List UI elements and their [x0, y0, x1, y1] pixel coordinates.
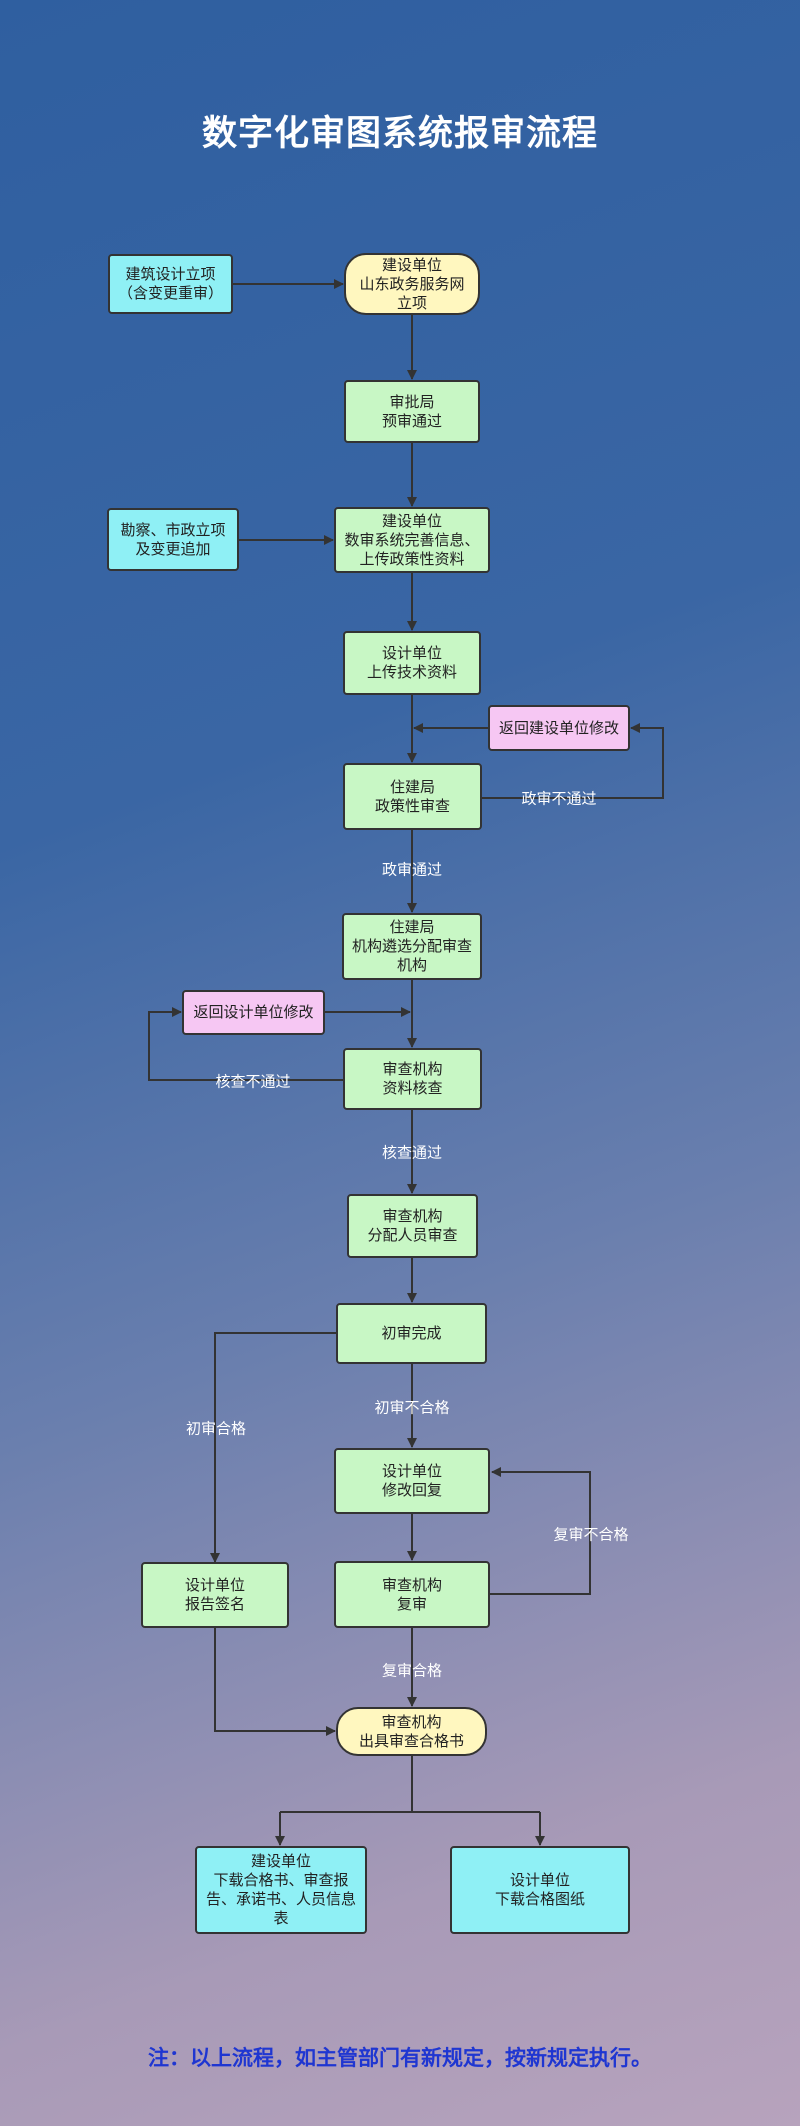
label-policy-pass: 政审通过: [381, 860, 443, 879]
arrow-first-pass: [210, 1332, 336, 1563]
label-check-pass: 核查通过: [381, 1143, 443, 1162]
node-review-check: 审查机构 资料核查: [343, 1048, 482, 1110]
node-housing-assign: 住建局 机构遴选分配审查 机构: [342, 913, 482, 980]
label-first-fail: 初审不合格: [374, 1398, 450, 1417]
label-recheck-fail: 复审不合格: [553, 1525, 629, 1544]
node-design-upload: 设计单位 上传技术资料: [343, 631, 481, 695]
label-recheck-pass: 复审合格: [381, 1661, 443, 1680]
node-approval-bureau: 审批局 预审通过: [344, 380, 480, 443]
node-design-approval: 建筑设计立项 （含变更重审）: [108, 254, 233, 314]
node-survey-project: 勘察、市政立项 及变更追加: [107, 508, 239, 571]
node-design-sign: 设计单位 报告签名: [141, 1562, 289, 1628]
node-return-builder: 返回建设单位修改: [488, 705, 630, 751]
node-builder-info: 建设单位 数审系统完善信息、 上传政策性资料: [334, 507, 490, 573]
arrow-check-fail-loop: [148, 1007, 343, 1081]
node-design-download: 设计单位 下载合格图纸: [450, 1846, 630, 1934]
footnote: 注：以上流程，如主管部门有新规定，按新规定执行。: [148, 2046, 652, 2070]
arrow-recheck-fail-loop: [490, 1467, 591, 1595]
node-first-done: 初审完成: [336, 1303, 487, 1364]
node-design-revise: 设计单位 修改回复: [334, 1448, 490, 1514]
node-issue-cert: 审查机构 出具审查合格书: [336, 1707, 487, 1756]
node-review-assign: 审查机构 分配人员审查: [347, 1194, 478, 1258]
label-first-pass: 初审合格: [185, 1419, 247, 1438]
node-review-recheck: 审查机构 复审: [334, 1561, 490, 1628]
label-policy-fail: 政审不通过: [521, 789, 597, 808]
arrow-policy-fail-loop: [482, 723, 664, 799]
node-builder-register: 建设单位 山东政务服务网 立项: [344, 253, 480, 315]
page-title: 数字化审图系统报审流程: [201, 114, 598, 154]
node-builder-download: 建设单位 下载合格书、审查报 告、承诺书、人员信息 表: [195, 1846, 367, 1934]
arrow-sign-to-cert: [214, 1628, 336, 1736]
node-return-design: 返回设计单位修改: [182, 990, 325, 1035]
node-housing-policy: 住建局 政策性审查: [343, 763, 482, 830]
label-check-fail: 核查不通过: [215, 1072, 291, 1091]
